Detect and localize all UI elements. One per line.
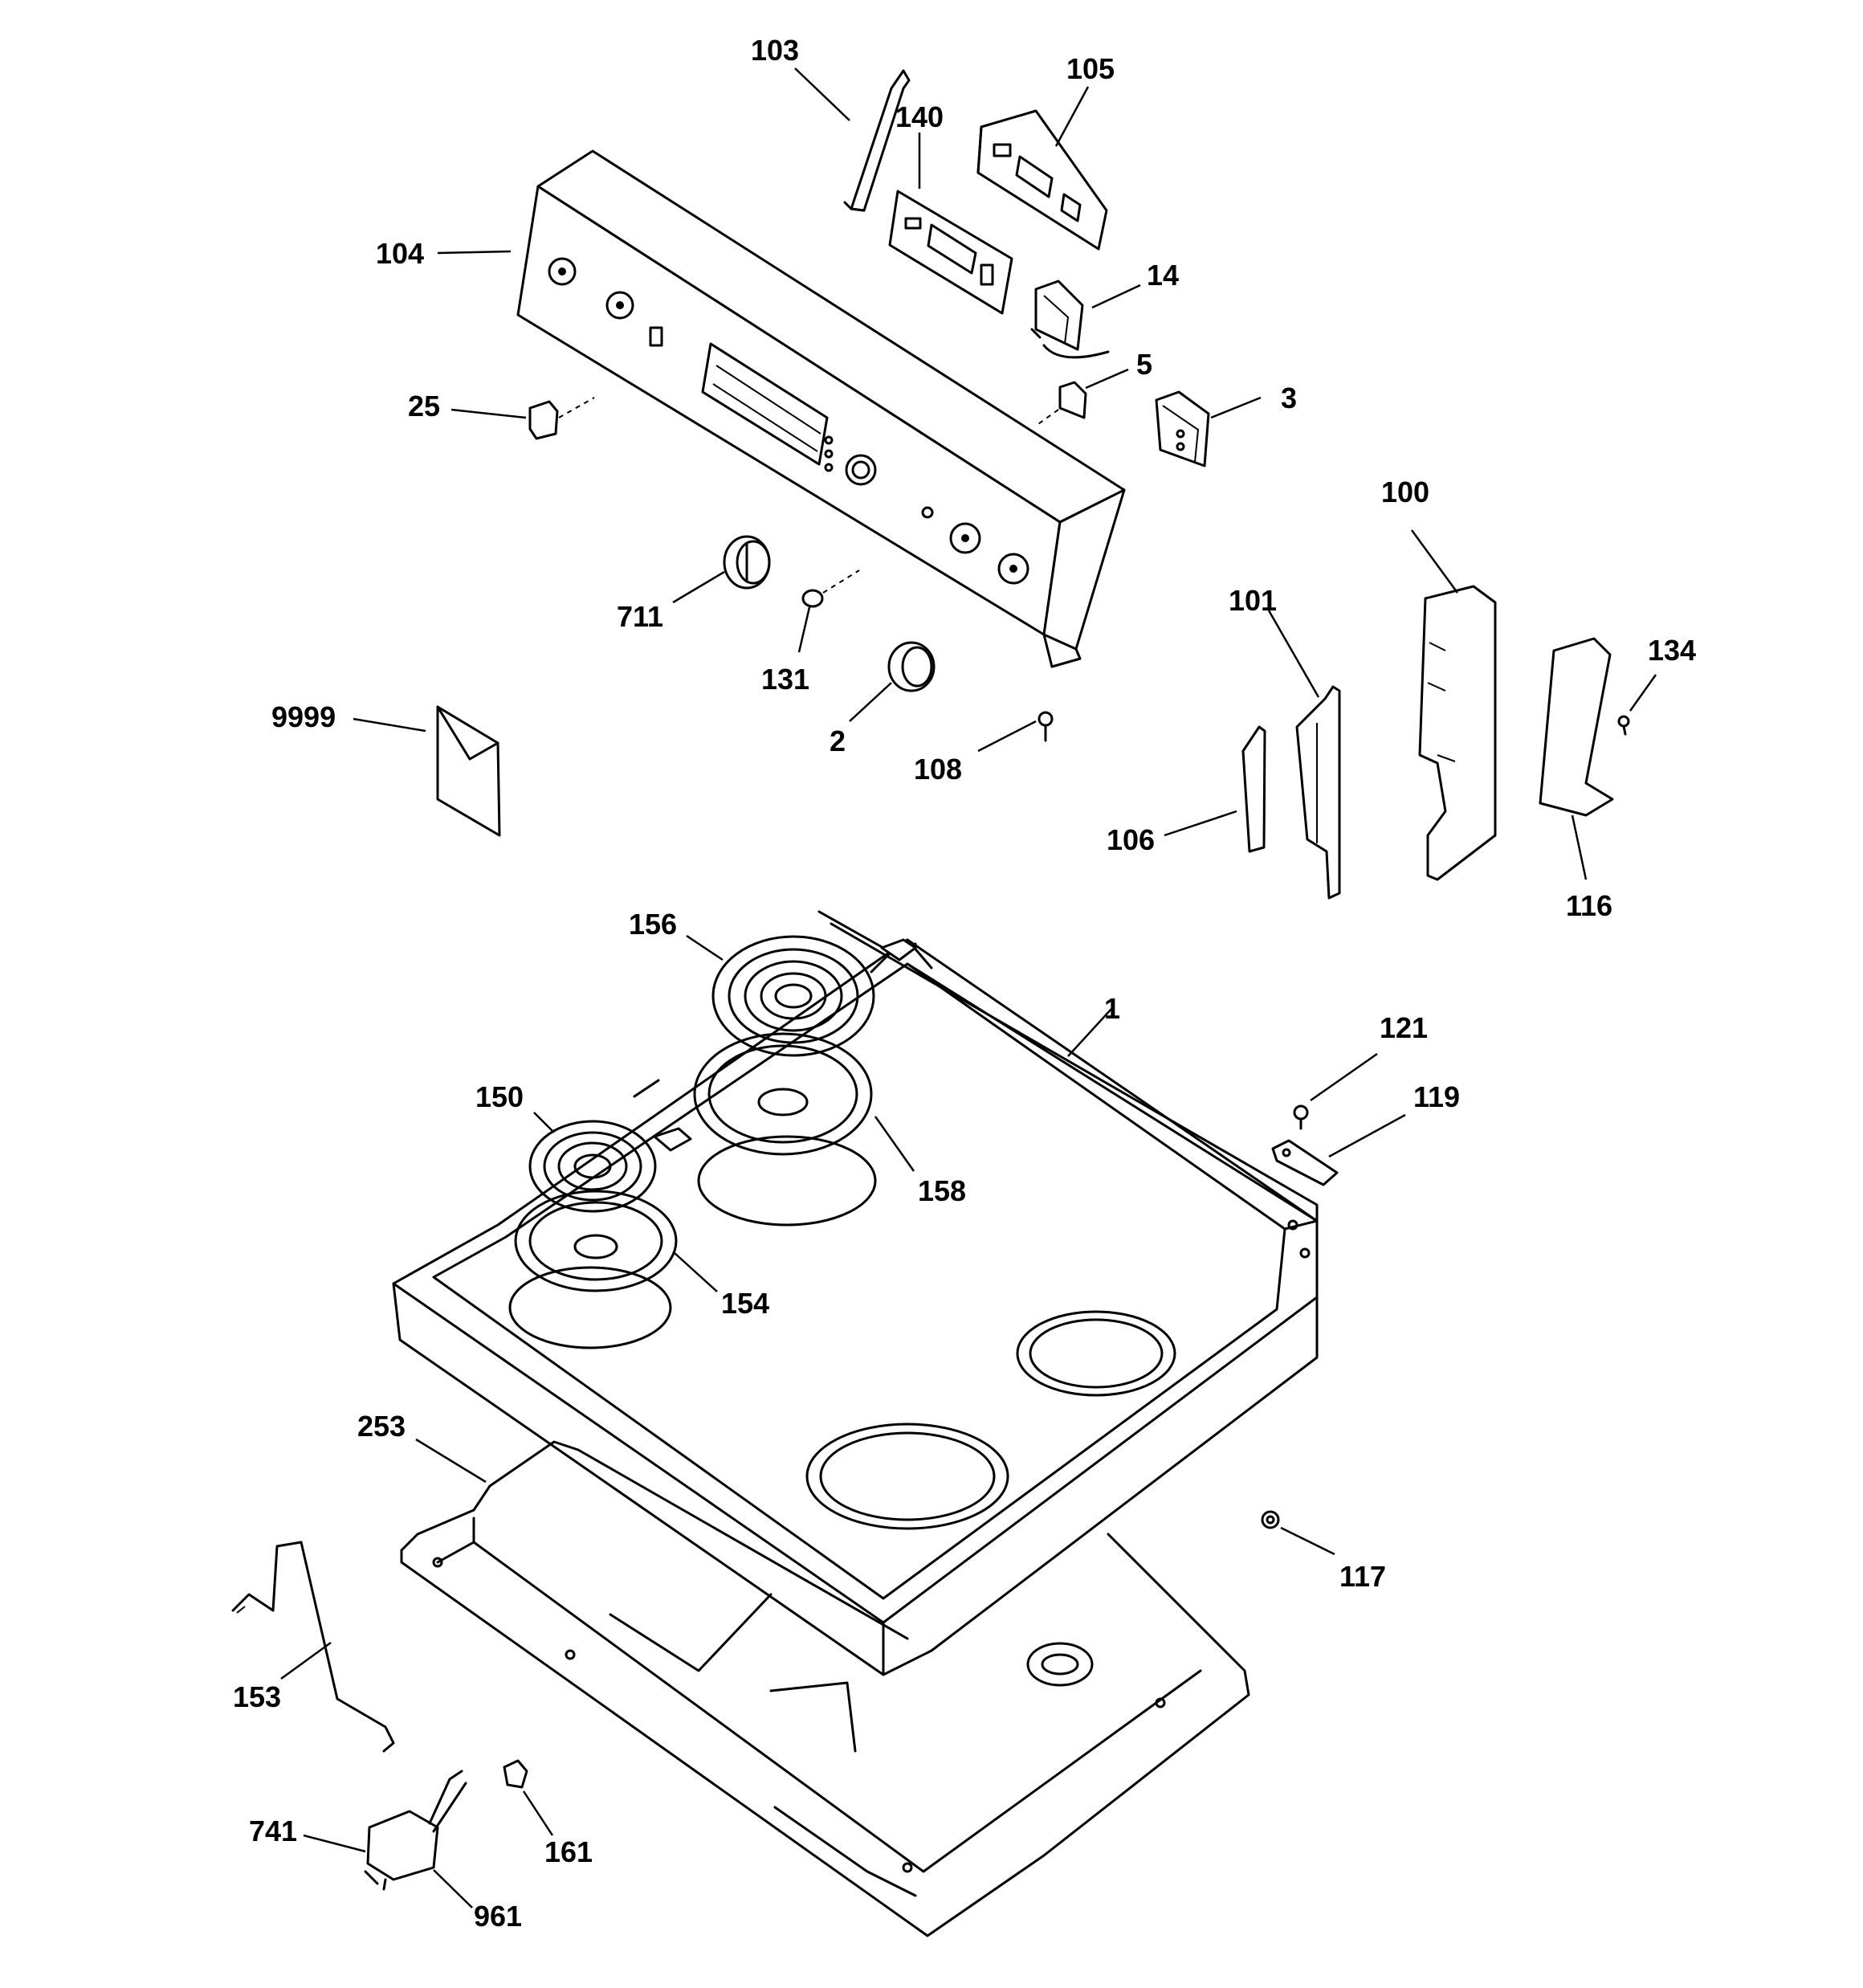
screw-108 xyxy=(1037,711,1054,742)
screw-134 xyxy=(1617,715,1630,736)
callout-106: 106 xyxy=(1107,823,1156,856)
callout-104: 104 xyxy=(376,237,425,270)
wire-harness-153 xyxy=(231,1541,395,1753)
callout-14: 14 xyxy=(1147,259,1180,292)
callout-103: 103 xyxy=(751,34,800,67)
callout-153: 153 xyxy=(233,1680,282,1713)
switch-3 xyxy=(1155,390,1210,467)
callout-140: 140 xyxy=(895,100,944,133)
clip-161 xyxy=(503,1759,528,1789)
callout-121: 121 xyxy=(1380,1011,1429,1044)
burner-box-253 xyxy=(400,1440,1250,1937)
knob-2 xyxy=(887,641,936,692)
end-cap-100 xyxy=(1418,585,1497,881)
callout-105: 105 xyxy=(1066,52,1115,85)
callout-158: 158 xyxy=(918,1174,967,1207)
drip-bowl-158 xyxy=(693,1032,873,1156)
nut-131 xyxy=(801,569,860,608)
callout-116: 116 xyxy=(1566,889,1613,922)
callout-253: 253 xyxy=(357,1410,406,1443)
callout-100: 100 xyxy=(1381,476,1430,508)
callout-150: 150 xyxy=(475,1080,524,1113)
bracket-106 xyxy=(1241,725,1266,853)
switch-25 xyxy=(528,397,595,440)
callout-161: 161 xyxy=(544,1835,593,1868)
control-board-105 xyxy=(976,109,1108,251)
cooktop-main-top xyxy=(392,910,1319,1676)
bracket-101 xyxy=(1295,685,1341,900)
callout-2: 2 xyxy=(830,725,846,757)
callout-131: 131 xyxy=(761,663,810,696)
literature-envelope-9999 xyxy=(436,705,501,837)
callout-741: 741 xyxy=(249,1815,298,1847)
callout-119: 119 xyxy=(1413,1080,1461,1113)
surface-unit-150 xyxy=(528,1120,692,1213)
bracket-103 xyxy=(843,69,911,212)
callout-711: 711 xyxy=(617,600,664,633)
terminal-block-741 xyxy=(364,1770,467,1891)
knob-711 xyxy=(723,535,771,590)
drip-bowl-154 xyxy=(514,1190,678,1292)
control-panel-backguard xyxy=(516,149,1126,668)
callout-9999: 9999 xyxy=(271,700,336,733)
callout-5: 5 xyxy=(1136,348,1153,381)
callout-961: 961 xyxy=(474,1900,523,1933)
surface-unit-156 xyxy=(711,935,917,1057)
callout-1: 1 xyxy=(1104,992,1121,1025)
callout-3: 3 xyxy=(1281,382,1298,414)
end-cap-116 xyxy=(1539,637,1614,817)
callout-25: 25 xyxy=(408,390,441,423)
callout-134: 134 xyxy=(1648,634,1697,667)
switch-5 xyxy=(1035,381,1087,427)
callout-108: 108 xyxy=(914,753,963,786)
bracket-119 xyxy=(1271,1139,1339,1186)
nut-117 xyxy=(1261,1510,1280,1529)
screw-121 xyxy=(1293,1104,1309,1130)
callout-117: 117 xyxy=(1339,1560,1387,1593)
overlay-140 xyxy=(888,190,1013,315)
callout-154: 154 xyxy=(721,1287,770,1320)
relay-14 xyxy=(1030,280,1110,359)
callout-156: 156 xyxy=(629,908,678,941)
callout-101: 101 xyxy=(1229,584,1278,617)
leader-lines xyxy=(280,67,1657,1908)
